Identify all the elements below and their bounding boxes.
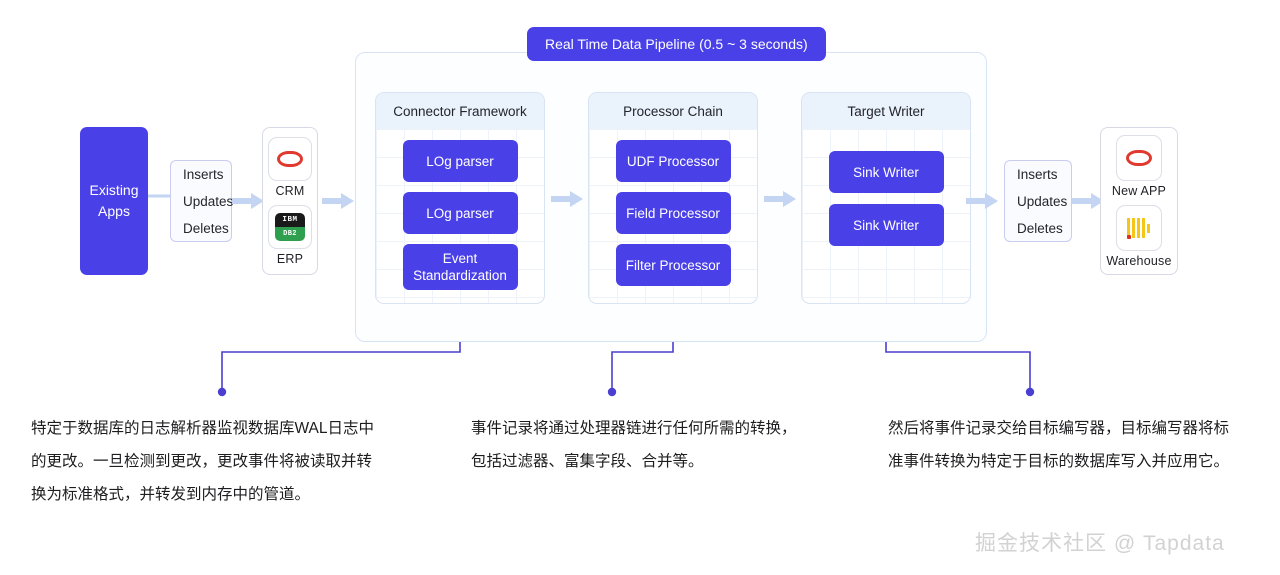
ibm-db2-icon: IBM DB2 [275, 212, 305, 241]
target-operation-updates: Updates [1017, 193, 1068, 209]
stage-connector-framework-title: Connector Framework [376, 93, 544, 129]
target-system-warehouse: Warehouse [1106, 204, 1172, 268]
crm-icon-tile [268, 136, 312, 181]
pill-field-processor[interactable]: Field Processor [615, 192, 731, 234]
target-systems-column: New APP Warehouse [1100, 127, 1178, 275]
pill-log-parser-2[interactable]: LOg parser [402, 192, 518, 234]
flow-arrow-processor-to-target [764, 191, 796, 207]
stage-processor-chain-body: UDF Processor Field Processor Filter Pro… [589, 129, 757, 303]
warehouse-label: Warehouse [1106, 253, 1172, 268]
flow-arrow-sources-to-pipeline [322, 193, 354, 209]
flow-arrow-ops-to-sources [232, 193, 264, 209]
target-operation-inserts: Inserts [1017, 166, 1058, 182]
note-target-writer: 然后将事件记录交给目标编写器，目标编写器将标准事件转换为特定于目标的数据库写入并… [888, 420, 1230, 470]
existing-apps-label-line2: Apps [98, 203, 130, 219]
warehouse-icon-tile [1115, 204, 1162, 251]
erp-label: ERP [276, 251, 304, 266]
stage-processor-chain: Processor Chain UDF Processor Field Proc… [588, 92, 758, 304]
watermark: 掘金技术社区 @ Tapdata [975, 532, 1225, 555]
source-systems-column: CRM IBM DB2 ERP [262, 127, 318, 275]
stage-processor-chain-title: Processor Chain [589, 93, 757, 129]
source-operation-deletes: Deletes [183, 220, 229, 236]
target-operations-box: Inserts Updates Deletes [1004, 160, 1072, 242]
pill-sink-writer-1[interactable]: Sink Writer [828, 151, 944, 193]
target-operation-deletes: Deletes [1017, 220, 1063, 236]
note-processor-chain: 事件记录将通过处理器链进行任何所需的转换，包括过滤器、富集字段、合并等。 [471, 420, 797, 470]
source-system-erp: IBM DB2 ERP [268, 204, 312, 266]
stage-target-writer-body: Sink Writer Sink Writer [802, 129, 970, 303]
oracle-oval-icon [1125, 149, 1152, 166]
source-operation-updates: Updates [183, 193, 234, 209]
oracle-oval-icon [277, 150, 303, 167]
flow-arrow-target-ops-to-systems [1072, 193, 1104, 209]
crm-label: CRM [275, 183, 305, 198]
source-system-crm: CRM [268, 136, 312, 198]
stage-target-writer-title: Target Writer [802, 93, 970, 129]
pill-log-parser-1[interactable]: LOg parser [402, 140, 518, 182]
stage-connector-framework-body: LOg parser LOg parser Event Standardizat… [376, 129, 544, 303]
source-operations-box: Inserts Updates Deletes [170, 160, 234, 242]
existing-apps-label-line1: Existing [89, 182, 139, 198]
new-app-label: New APP [1111, 183, 1167, 198]
clickhouse-bars-icon [1126, 217, 1152, 239]
pill-event-standardization[interactable]: Event Standardization [402, 244, 518, 290]
flow-line-apps-to-ops [148, 194, 172, 198]
pipeline-title-badge: Real Time Data Pipeline (0.5 ~ 3 seconds… [527, 27, 826, 61]
ibm-db2-icon-top-text: IBM [275, 212, 305, 227]
pill-sink-writer-2[interactable]: Sink Writer [828, 204, 944, 246]
target-system-new-app: New APP [1111, 134, 1167, 198]
stage-target-writer: Target Writer Sink Writer Sink Writer [801, 92, 971, 304]
erp-icon-tile: IBM DB2 [268, 204, 312, 249]
pill-filter-processor[interactable]: Filter Processor [615, 244, 731, 286]
pill-udf-processor[interactable]: UDF Processor [615, 140, 731, 182]
new-app-icon-tile [1115, 134, 1162, 181]
existing-apps-block: Existing Apps [80, 127, 148, 275]
flow-arrow-connector-to-processor [551, 191, 583, 207]
ibm-db2-icon-bottom-text: DB2 [275, 226, 305, 241]
stage-connector-framework: Connector Framework LOg parser LOg parse… [375, 92, 545, 304]
source-operation-inserts: Inserts [183, 166, 224, 182]
flow-arrow-pipeline-to-target-ops [966, 193, 998, 209]
note-connector-framework: 特定于数据库的日志解析器监视数据库WAL日志中的更改。一旦检测到更改，更改事件将… [31, 420, 375, 503]
